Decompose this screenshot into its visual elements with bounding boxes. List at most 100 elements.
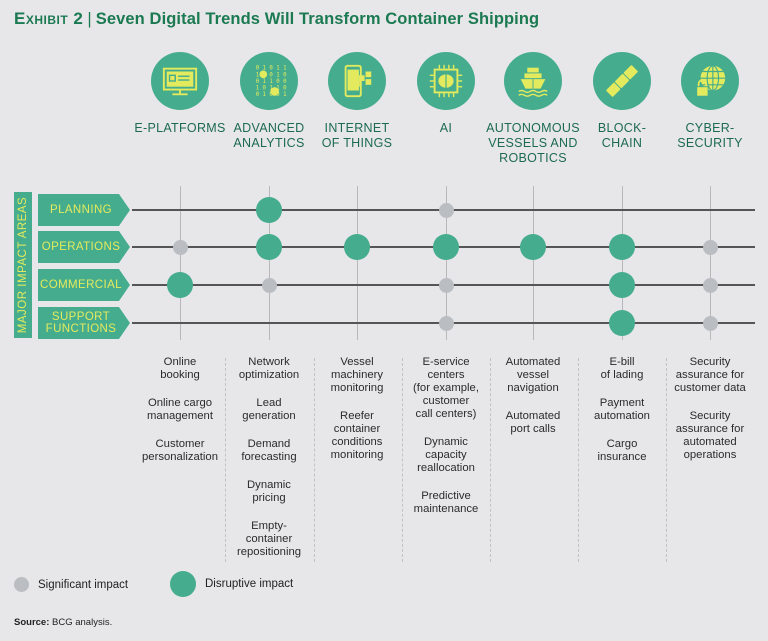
column-line bbox=[621, 186, 623, 340]
example-item: Automated port calls bbox=[505, 410, 561, 435]
svg-text:1 0 0 1 0: 1 0 0 1 0 bbox=[256, 72, 287, 78]
disruptive-impact-dot bbox=[256, 197, 282, 223]
column-divider bbox=[666, 358, 667, 562]
significant-impact-dot bbox=[261, 277, 277, 293]
example-item: Reefer container conditions monitoring bbox=[330, 410, 384, 461]
example-item: Demand forecasting bbox=[241, 438, 297, 463]
axis-label-box: MAJOR IMPACT AREAS bbox=[14, 192, 32, 338]
exhibit-title: Exhibit 2|Seven Digital Trends Will Tran… bbox=[14, 9, 539, 29]
significant-impact-dot bbox=[438, 202, 454, 218]
example-item: Online cargo management bbox=[147, 397, 213, 422]
example-item: Vessel machinery monitoring bbox=[330, 356, 384, 394]
example-item: Cargo insurance bbox=[597, 438, 647, 463]
impact-area-commercial: COMMERCIAL bbox=[38, 269, 130, 301]
example-item: Customer personalization bbox=[142, 438, 218, 463]
title-separator: | bbox=[87, 10, 92, 28]
disruptive-impact-dot bbox=[167, 272, 193, 298]
example-item: Network optimization bbox=[238, 356, 300, 381]
significant-impact-dot bbox=[438, 315, 454, 331]
disruptive-impact-dot bbox=[609, 310, 635, 336]
example-item: Empty- container repositioning bbox=[236, 520, 302, 558]
example-item: Dynamic pricing bbox=[247, 479, 291, 504]
trend-autonomous-vessels-and-robotics: AUTONOMOUS VESSELS AND ROBOTICS bbox=[485, 52, 581, 166]
column-divider bbox=[402, 358, 403, 562]
legend-significant-label: Significant impact bbox=[38, 578, 129, 591]
example-item: E-bill of lading bbox=[600, 356, 644, 381]
chain-link-icon bbox=[593, 52, 651, 110]
disruptive-impact-dot bbox=[520, 234, 546, 260]
column-divider bbox=[225, 358, 226, 562]
column-line bbox=[532, 186, 534, 340]
column-line bbox=[356, 186, 358, 340]
disruptive-impact-dot bbox=[609, 272, 635, 298]
monitor-checklist-icon bbox=[151, 52, 209, 110]
legend-disruptive-label: Disruptive impact bbox=[205, 578, 294, 590]
significant-impact-dot bbox=[702, 315, 718, 331]
column-divider bbox=[578, 358, 579, 562]
legend-significant: Significant impact bbox=[14, 577, 128, 592]
exhibit-number: Exhibit 2 bbox=[14, 9, 84, 28]
example-item: Predictive maintenance bbox=[413, 490, 479, 515]
trend-advanced-analytics: 0 1 0 1 1 01 0 0 1 00 1 1 0 0 11 0 1 1 0… bbox=[221, 52, 317, 151]
trend-label: BLOCK- CHAIN bbox=[597, 121, 647, 150]
significant-impact-dot bbox=[702, 277, 718, 293]
trend-label: INTERNET OF THINGS bbox=[321, 121, 393, 150]
column-divider bbox=[490, 358, 491, 562]
disruptive-impact-dot bbox=[433, 234, 459, 260]
trend-internet-of-things: INTERNET OF THINGS bbox=[309, 52, 405, 151]
binary-gears-icon: 0 1 0 1 1 01 0 0 1 00 1 1 0 0 11 0 1 1 0… bbox=[240, 52, 298, 110]
trend-cyber-security: CYBER- SECURITY bbox=[662, 52, 758, 151]
example-item: Payment automation bbox=[594, 397, 650, 422]
disruptive-dot-icon bbox=[170, 571, 196, 597]
brain-chip-icon bbox=[417, 52, 475, 110]
svg-text:0 1 1 0 0 1: 0 1 1 0 0 1 bbox=[256, 79, 288, 85]
trend-label: AI bbox=[439, 121, 453, 135]
trend-label: ADVANCED ANALYTICS bbox=[233, 121, 305, 150]
significant-impact-dot bbox=[438, 277, 454, 293]
example-item: Security assurance for automated operati… bbox=[675, 410, 745, 461]
trend-label: AUTONOMOUS VESSELS AND ROBOTICS bbox=[486, 121, 580, 165]
trend-ai: AI bbox=[398, 52, 494, 136]
impact-area-planning: PLANNING bbox=[38, 194, 130, 226]
significant-impact-dot bbox=[172, 239, 188, 255]
trend-label: E-PLATFORMS bbox=[134, 121, 226, 135]
svg-text:0 1 0 1 1 0: 0 1 0 1 1 0 bbox=[256, 66, 288, 72]
axis-label: MAJOR IMPACT AREAS bbox=[17, 196, 29, 334]
disruptive-impact-dot bbox=[609, 234, 635, 260]
significant-dot-icon bbox=[14, 577, 29, 592]
impact-area-operations: OPERATIONS bbox=[38, 231, 130, 263]
source-text: BCG analysis. bbox=[52, 617, 113, 628]
impact-area-support-functions: SUPPORT FUNCTIONS bbox=[38, 307, 130, 339]
title-text: Seven Digital Trends Will Transform Cont… bbox=[95, 10, 540, 28]
column-line bbox=[709, 186, 711, 340]
source-note: Source: BCG analysis. bbox=[14, 617, 112, 628]
legend-disruptive: Disruptive impact bbox=[170, 571, 293, 597]
example-item: Dynamic capacity reallocation bbox=[417, 436, 475, 474]
column-divider bbox=[314, 358, 315, 562]
significant-impact-dot bbox=[702, 239, 718, 255]
example-item: E-service centers (for example, customer… bbox=[413, 356, 479, 420]
svg-text:0 1 0 0 1: 0 1 0 0 1 bbox=[256, 92, 287, 98]
example-item: Security assurance for customer data bbox=[674, 356, 746, 394]
trend-e-platforms: E-PLATFORMS bbox=[132, 52, 228, 136]
globe-lock-icon bbox=[681, 52, 739, 110]
svg-text:1 0 1 1 0: 1 0 1 1 0 bbox=[256, 86, 287, 92]
example-item: Lead generation bbox=[242, 397, 296, 422]
column-line bbox=[179, 186, 181, 340]
trend-label: CYBER- SECURITY bbox=[677, 121, 743, 150]
examples-ai: E-service centers (for example, customer… bbox=[402, 356, 490, 531]
example-item: Automated vessel navigation bbox=[505, 356, 561, 394]
disruptive-impact-dot bbox=[256, 234, 282, 260]
column-line bbox=[445, 186, 447, 340]
phone-connected-icon bbox=[328, 52, 386, 110]
example-item: Online booking bbox=[160, 356, 200, 381]
disruptive-impact-dot bbox=[344, 234, 370, 260]
ship-icon bbox=[504, 52, 562, 110]
source-label: Source: bbox=[14, 617, 50, 628]
